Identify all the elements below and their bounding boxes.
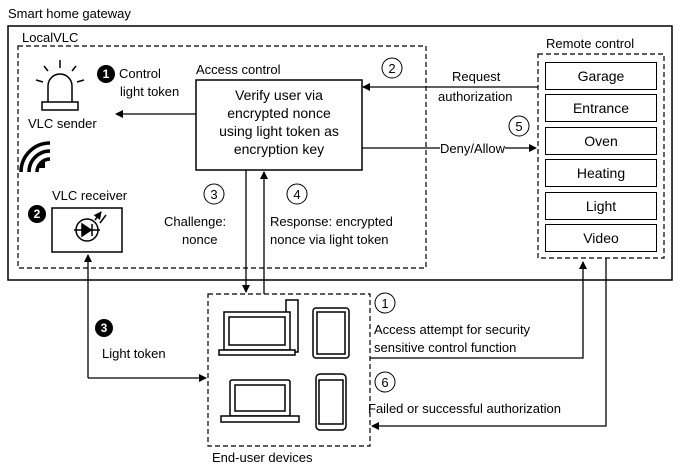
vlc-receiver-label: VLC receiver	[52, 188, 128, 203]
challenge-line1: Challenge:	[164, 214, 227, 229]
photodiode-icon	[74, 211, 107, 242]
step-1-badge-label: 1	[102, 67, 110, 81]
remote-control-oven-button[interactable]: Oven	[545, 127, 657, 155]
wireless-signal-icon	[19, 141, 51, 173]
step-4-number: 4	[293, 187, 301, 202]
step-circle-3	[203, 183, 225, 205]
access-control-line3: using light token as	[219, 123, 339, 139]
remote-control-garage-button[interactable]: Garage	[545, 62, 657, 90]
access-control-line2: encrypted nonce	[227, 105, 331, 121]
arrow-authorization-result	[371, 258, 607, 430]
arrow-access-attempt	[370, 261, 587, 359]
vlc-sender-icon	[35, 60, 85, 111]
access-control-line1: Verify user via	[235, 87, 323, 103]
access-control-title: Access control	[196, 62, 281, 77]
response-line1: Response: encrypted	[270, 214, 393, 229]
step-circle-1	[374, 292, 396, 314]
step-3-number: 3	[210, 187, 218, 202]
remote-control-entrance-button[interactable]: Entrance	[545, 94, 657, 122]
access-control-box	[195, 79, 363, 171]
step-3-badge-label: 3	[100, 321, 108, 335]
remote-control-title: Remote control	[546, 36, 635, 51]
step-1-number: 1	[381, 296, 389, 311]
step-1-filled-badge	[97, 65, 115, 83]
step-2-badge-label: 2	[33, 207, 41, 221]
step-5-number: 5	[515, 119, 523, 134]
step-circle-4	[286, 183, 308, 205]
step-circle-5	[508, 115, 530, 137]
failed-or-successful-label: Failed or successful authorization	[368, 401, 561, 416]
request-authorization-line2: authorization	[438, 89, 513, 104]
desktop-computer-icon	[218, 299, 299, 356]
localvlc-title: LocalVLC	[22, 30, 79, 45]
gateway-box	[7, 25, 673, 281]
end-user-devices-box	[207, 293, 371, 447]
light-token-label: Light token	[102, 346, 166, 361]
deny-allow-label: Deny/Allow	[440, 141, 506, 156]
request-authorization-line1: Request	[452, 69, 501, 84]
remote-control-video-button[interactable]: Video	[545, 224, 657, 252]
step-circle-2	[381, 57, 403, 79]
control-light-token-line1: Control	[119, 66, 161, 81]
step-2-number: 2	[388, 61, 396, 76]
control-light-token-line2: light token	[120, 84, 180, 99]
step-3-filled-badge	[95, 319, 113, 337]
remote-control-box	[537, 53, 665, 259]
end-user-devices-label: End-user devices	[212, 450, 313, 465]
localvlc-box	[17, 45, 427, 269]
step-6-number: 6	[381, 375, 389, 390]
gateway-title: Smart home gateway	[8, 6, 131, 21]
challenge-line2: nonce	[182, 232, 218, 247]
remote-control-heating-button[interactable]: Heating	[545, 159, 657, 187]
step-2-filled-badge	[28, 205, 46, 223]
tablet-icon	[312, 307, 350, 359]
remote-control-light-button[interactable]: Light	[545, 192, 657, 220]
vlc-sender-label: VLC sender	[28, 116, 97, 131]
access-attempt-line1: Access attempt for security	[374, 322, 531, 337]
response-line2: nonce via light token	[270, 232, 389, 247]
access-control-line4: encryption key	[233, 141, 325, 157]
access-attempt-line2: sensitive control function	[374, 340, 517, 355]
laptop-icon	[220, 379, 300, 423]
step-circle-6	[374, 371, 396, 393]
smartphone-icon	[315, 373, 347, 431]
